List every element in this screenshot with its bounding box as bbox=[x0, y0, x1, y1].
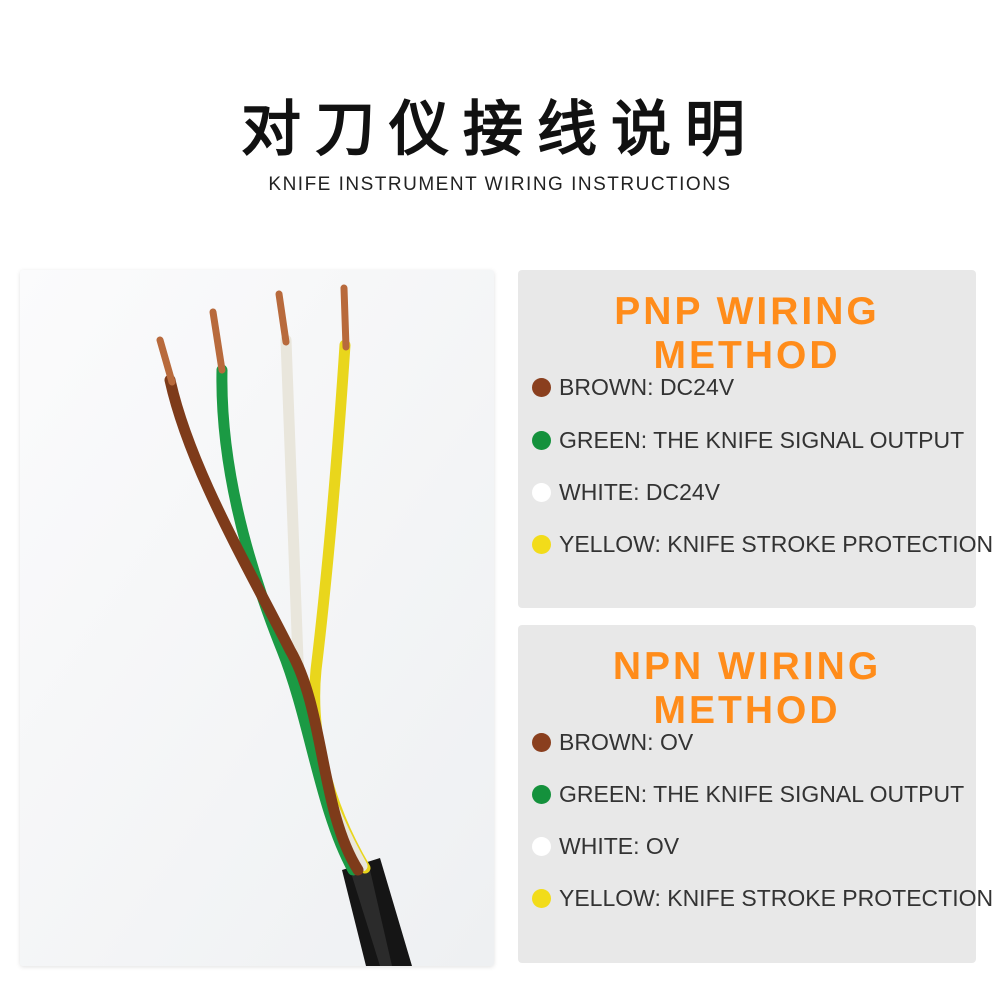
pnp-item-green: GREEN: THE KNIFE SIGNAL OUTPUT bbox=[532, 425, 964, 455]
npn-item-brown: BROWN: OV bbox=[532, 727, 693, 757]
npn-item-white: WHITE: OV bbox=[532, 831, 679, 861]
pnp-item-label: GREEN: THE KNIFE SIGNAL OUTPUT bbox=[559, 426, 965, 453]
yellow-dot-icon bbox=[532, 534, 551, 554]
copper-tip bbox=[275, 290, 290, 346]
yellow-dot-icon bbox=[532, 888, 551, 908]
pnp-item-label: WHITE: DC24V bbox=[559, 478, 721, 505]
brown-wire bbox=[164, 374, 364, 876]
pnp-item-yellow: YELLOW: KNIFE STROKE PROTECTION bbox=[532, 529, 993, 559]
pnp-title: PNP WIRING METHOD bbox=[614, 290, 880, 377]
green-wire bbox=[216, 364, 359, 876]
npn-item-yellow: YELLOW: KNIFE STROKE PROTECTION bbox=[532, 883, 993, 913]
npn-item-label: YELLOW: KNIFE STROKE PROTECTION bbox=[559, 884, 994, 911]
cable-illustration bbox=[20, 270, 494, 966]
npn-panel: NPN WIRING METHOD BROWN: OV GREEN: THE K… bbox=[518, 625, 993, 963]
npn-title: NPN WIRING METHOD bbox=[612, 645, 882, 732]
green-dot-icon bbox=[532, 784, 551, 804]
npn-item-label: WHITE: OV bbox=[559, 832, 680, 859]
page-title: 对刀仪接线说明 bbox=[241, 95, 759, 165]
pnp-item-brown: BROWN: DC24V bbox=[532, 372, 734, 402]
green-dot-icon bbox=[532, 430, 551, 450]
pnp-item-label: YELLOW: KNIFE STROKE PROTECTION bbox=[559, 530, 994, 557]
white-dot-icon bbox=[532, 482, 551, 502]
cable-photo bbox=[20, 270, 494, 966]
pnp-item-label: BROWN: DC24V bbox=[559, 373, 735, 400]
npn-item-label: GREEN: THE KNIFE SIGNAL OUTPUT bbox=[559, 780, 965, 807]
pnp-item-white: WHITE: DC24V bbox=[532, 477, 720, 507]
pnp-panel: PNP WIRING METHOD BROWN: DC24V GREEN: TH… bbox=[518, 270, 993, 608]
page-subtitle: KNIFE INSTRUMENT WIRING INSTRUCTIONS bbox=[268, 174, 732, 195]
copper-tip bbox=[340, 284, 350, 351]
brown-dot-icon bbox=[532, 732, 551, 752]
copper-tip bbox=[156, 336, 176, 386]
copper-tip bbox=[209, 308, 226, 374]
white-dot-icon bbox=[532, 836, 551, 856]
npn-item-label: BROWN: OV bbox=[559, 728, 694, 755]
npn-item-green: GREEN: THE KNIFE SIGNAL OUTPUT bbox=[532, 779, 964, 809]
brown-dot-icon bbox=[532, 377, 551, 397]
